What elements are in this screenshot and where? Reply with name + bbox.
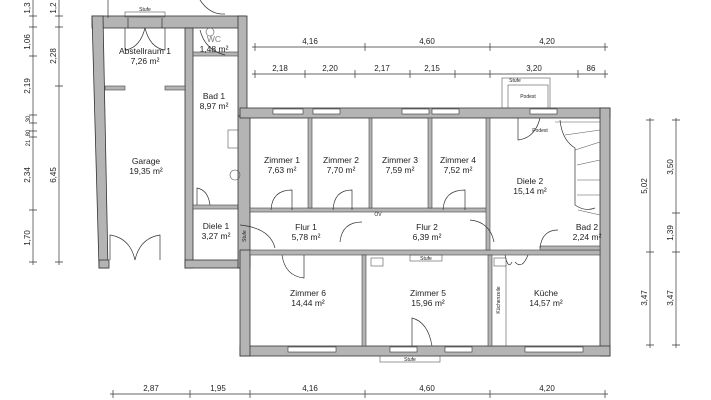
svg-text:4,16: 4,16 <box>302 384 318 393</box>
svg-text:Zimmer 3: Zimmer 3 <box>382 155 418 165</box>
svg-text:Zimmer 6: Zimmer 6 <box>290 288 326 298</box>
svg-text:WC: WC <box>207 34 221 44</box>
step-zimmer5 <box>409 254 443 262</box>
svg-text:15,14 m²: 15,14 m² <box>513 186 547 196</box>
svg-text:30: 30 <box>26 115 32 122</box>
svg-text:3,27 m²: 3,27 m² <box>202 231 231 241</box>
svg-text:14,57 m²: 14,57 m² <box>529 298 563 308</box>
svg-text:4,16: 4,16 <box>302 37 318 46</box>
svg-text:3,47: 3,47 <box>640 290 649 306</box>
stoves <box>227 129 507 267</box>
svg-text:6,39 m²: 6,39 m² <box>413 232 442 242</box>
svg-text:2,87: 2,87 <box>143 384 159 393</box>
svg-text:5,78 m²: 5,78 m² <box>292 232 321 242</box>
room-labels: Abstellraum 1 7,26 m² WC 1,48 m² Bad 1 8… <box>119 34 602 308</box>
left-wing-walls <box>91 15 251 269</box>
svg-text:1,70: 1,70 <box>23 230 32 246</box>
svg-text:Flur 2: Flur 2 <box>416 222 438 232</box>
dimension-right-2: 3,50 1,39 3,47 <box>666 118 680 348</box>
svg-text:8,97 m²: 8,97 m² <box>200 101 229 111</box>
doors[interactable] <box>239 117 559 347</box>
svg-text:7,52 m²: 7,52 m² <box>444 165 473 175</box>
svg-text:2,17: 2,17 <box>374 64 390 73</box>
svg-text:Zimmer 1: Zimmer 1 <box>264 155 300 165</box>
svg-text:Garage: Garage <box>132 156 161 166</box>
svg-text:1,39: 1,39 <box>666 225 675 241</box>
svg-text:2,24 m²: 2,24 m² <box>573 232 602 242</box>
svg-text:4,60: 4,60 <box>419 384 435 393</box>
step-zimmer5-label: Stufe <box>420 256 432 262</box>
svg-text:4,60: 4,60 <box>419 37 435 46</box>
dimension-top-1: 4,16 4,60 4,20 <box>252 37 608 51</box>
svg-text:5,02: 5,02 <box>640 178 649 194</box>
toilet-icon <box>205 27 215 37</box>
step-label: Stufe <box>139 7 151 13</box>
podest-label: Podest <box>520 94 536 100</box>
windows <box>272 108 584 353</box>
svg-text:Diele 2: Diele 2 <box>517 176 544 186</box>
step-diele1-label: Stufe <box>242 230 248 242</box>
svg-text:14,44 m²: 14,44 m² <box>291 298 325 308</box>
svg-text:2,34: 2,34 <box>23 167 32 183</box>
bath1-door[interactable] <box>196 187 211 206</box>
entrance-podest <box>507 84 549 109</box>
step-bottom <box>379 355 441 363</box>
svg-text:15,96 m²: 15,96 m² <box>411 298 445 308</box>
svg-text:3,47: 3,47 <box>666 290 675 306</box>
entrance-step-label: Stufe <box>509 78 521 84</box>
wc-door[interactable] <box>199 29 226 56</box>
svg-text:Zimmer 2: Zimmer 2 <box>323 155 359 165</box>
svg-text:Flur 1: Flur 1 <box>295 222 317 232</box>
svg-text:Diele 1: Diele 1 <box>203 221 230 231</box>
svg-text:7,59 m²: 7,59 m² <box>386 165 415 175</box>
svg-text:Zimmer 4: Zimmer 4 <box>440 155 476 165</box>
svg-text:6,45: 6,45 <box>49 167 58 183</box>
storage-door[interactable] <box>127 18 163 28</box>
svg-text:2,20: 2,20 <box>322 64 338 73</box>
svg-text:1,48 m²: 1,48 m² <box>200 44 229 54</box>
svg-text:Zimmer 5: Zimmer 5 <box>410 288 446 298</box>
svg-text:86: 86 <box>587 64 596 73</box>
svg-text:80: 80 <box>26 129 32 136</box>
washbasin-icon <box>229 169 241 181</box>
svg-text:7,26 m²: 7,26 m² <box>131 56 160 66</box>
kitchen-line-label: Küchenzeile <box>496 286 502 313</box>
svg-text:Bad 1: Bad 1 <box>203 91 225 101</box>
svg-text:1,95: 1,95 <box>210 384 226 393</box>
svg-text:3,20: 3,20 <box>526 64 542 73</box>
svg-text:7,63 m²: 7,63 m² <box>268 165 297 175</box>
svg-text:2,19: 2,19 <box>23 78 32 94</box>
svg-text:19,35 m²: 19,35 m² <box>129 166 163 176</box>
svg-text:1,06: 1,06 <box>23 34 32 50</box>
inner-podest-label: Podest <box>532 128 548 134</box>
svg-text:2,18: 2,18 <box>272 64 288 73</box>
dimension-top-2: 2,18 2,20 2,17 2,15 3,20 86 <box>252 64 608 78</box>
dimension-left-2: 1,2 2,28 6,45 <box>49 0 63 265</box>
garage-door[interactable] <box>109 234 161 261</box>
svg-text:3,50: 3,50 <box>666 159 675 175</box>
svg-text:4,20: 4,20 <box>539 384 555 393</box>
svg-text:21: 21 <box>26 139 32 146</box>
storage-door-leaves[interactable] <box>124 27 166 51</box>
dimension-right-1: 5,02 3,47 <box>640 118 654 348</box>
step-bottom-label: Stufe <box>404 357 416 363</box>
svg-text:7,70 m²: 7,70 m² <box>327 165 356 175</box>
svg-text:1,3: 1,3 <box>23 2 32 14</box>
svg-text:2,15: 2,15 <box>424 64 440 73</box>
svg-text:Küche: Küche <box>534 288 558 298</box>
svg-text:Abstellraum 1: Abstellraum 1 <box>119 46 171 56</box>
stairs <box>555 119 601 216</box>
dimension-left-1: 1,3 1,06 2,19 80 30 21 2,34 1,70 <box>23 0 37 265</box>
ov-label: ÖV <box>374 211 382 218</box>
svg-text:1,2: 1,2 <box>49 2 58 14</box>
svg-text:Bad 2: Bad 2 <box>576 222 598 232</box>
svg-text:2,28: 2,28 <box>49 48 58 64</box>
step-top <box>124 11 166 18</box>
dimension-bottom: 2,87 1,95 4,16 4,60 4,20 <box>110 384 608 398</box>
top-door-arc <box>199 0 226 15</box>
svg-text:4,20: 4,20 <box>539 37 555 46</box>
